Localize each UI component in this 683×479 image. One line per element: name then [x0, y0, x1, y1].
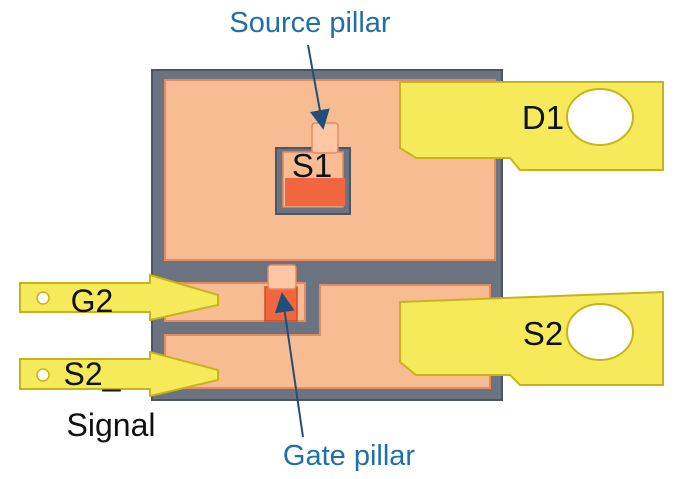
gate-pillar-die [264, 286, 298, 322]
s2-label: S2 [523, 315, 563, 352]
s2-signal-label-line2: Signal [67, 407, 156, 443]
g2-hole [36, 291, 50, 305]
gate-pillar-arrow [274, 292, 304, 438]
source-pillar-label: Source pillar [229, 7, 391, 39]
s2-signal-hole [36, 368, 50, 382]
d1-hole [566, 88, 634, 146]
pin-s2-signal [19, 350, 219, 398]
s1-pillar-base [285, 178, 345, 206]
d1-label: D1 [522, 99, 564, 136]
g2-label: G2 [71, 283, 114, 319]
gate-pillar [267, 264, 297, 290]
s2-hole [566, 303, 634, 361]
pin-g2 [19, 273, 219, 322]
s2-signal-label-line1: S2_ [64, 356, 122, 392]
source-pillar-arrow [307, 44, 330, 130]
gate-pillar-label: Gate pillar [283, 440, 416, 472]
s1-label: S1 [292, 147, 332, 184]
